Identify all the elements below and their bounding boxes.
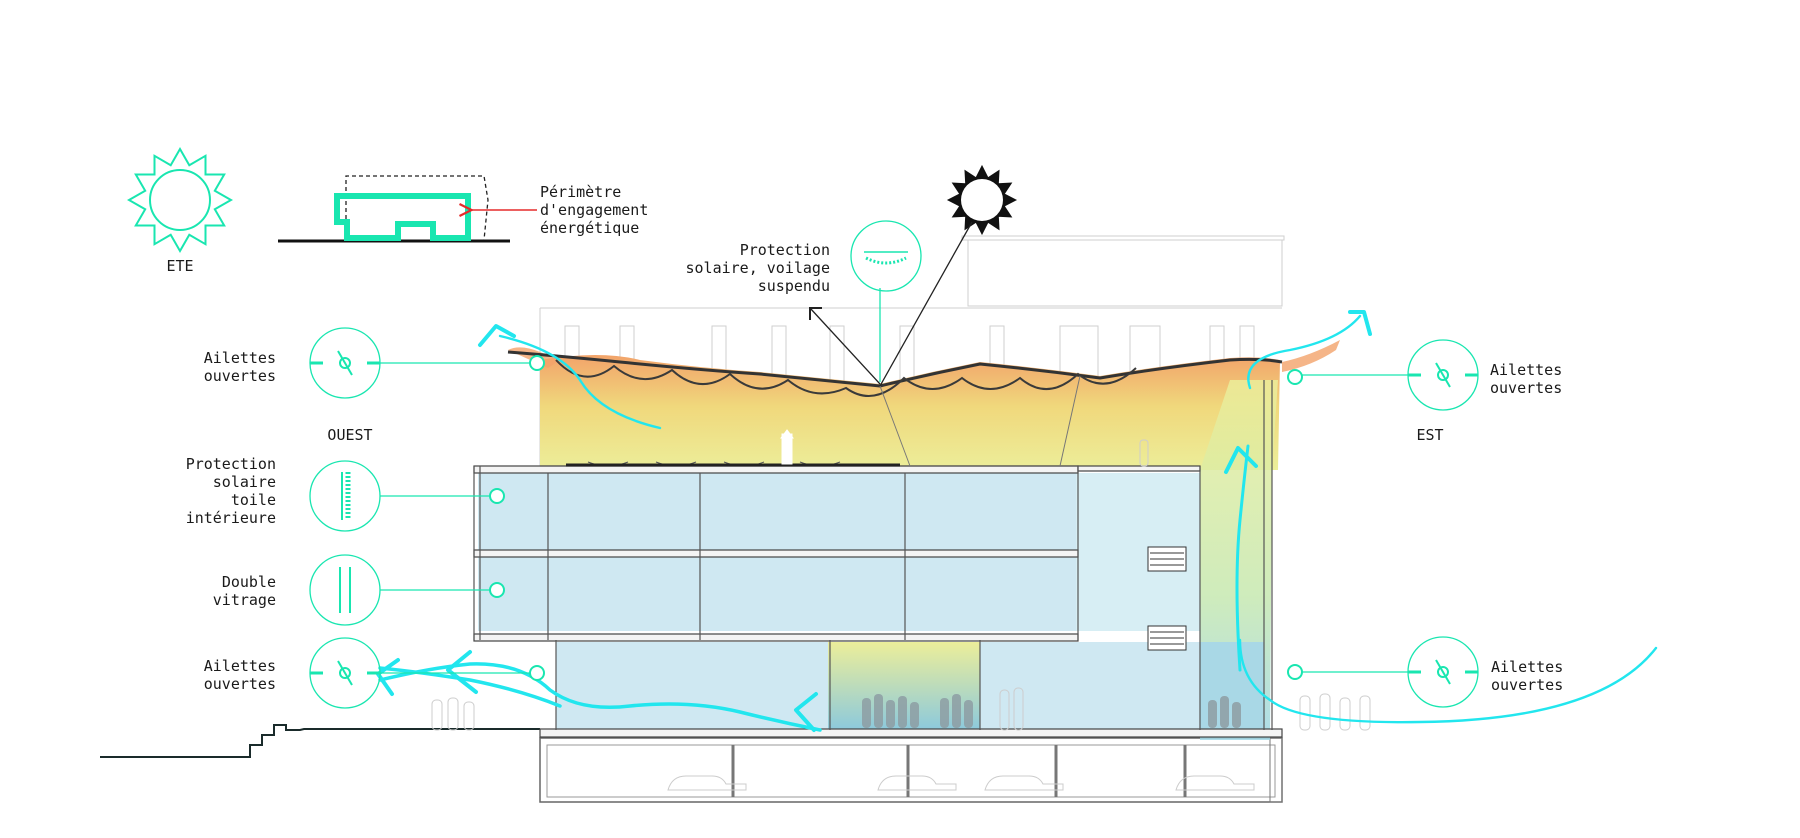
airflow-arrows <box>376 310 1658 732</box>
anchor-east-bottom <box>1287 664 1303 680</box>
louver-open-icon-east-bottom-blade <box>1435 659 1451 685</box>
label-east-top-louvers: Ailettes ouvertes <box>1490 361 1563 397</box>
atrium-truss-right <box>1059 375 1081 467</box>
basement-parking <box>539 737 1283 803</box>
people-silhouettes <box>431 439 1371 731</box>
fabric-screen-icon <box>309 460 381 532</box>
callouts <box>309 220 1479 709</box>
louver-open-icon-west-bottom-pivot <box>339 667 351 679</box>
veil-scallops <box>555 359 1137 397</box>
label-west-bottom-louvers: Ailettes ouvertes <box>203 657 276 693</box>
roof-structure <box>507 350 1283 388</box>
veil-pointer-head <box>809 307 822 320</box>
veil-pointer <box>809 307 881 385</box>
airflow-west-head-b <box>446 650 478 694</box>
glass-floors <box>478 473 1264 730</box>
sun-outline-icon <box>126 146 234 254</box>
orientation-east: EST <box>1416 426 1444 444</box>
anchor-fabric <box>489 488 505 504</box>
anchor-west-bottom <box>529 665 545 681</box>
anchor-double-glazing <box>489 582 505 598</box>
louver-open-icon-west-top-pivot <box>339 357 351 369</box>
veil-icon <box>850 220 922 292</box>
label-veil: Protection solaire, voilage suspendu <box>685 241 831 295</box>
atrium-truss-left <box>879 385 911 467</box>
label-inner-fabric: Protection solaire toile intérieure <box>185 455 276 527</box>
louver-open-icon-west-top-blade <box>337 350 353 376</box>
airflow-east-rise-head <box>1224 446 1258 474</box>
louver-open-icon-east-top-blade <box>1435 362 1451 388</box>
anchor-west-top <box>529 355 545 371</box>
sun-ray <box>879 221 973 387</box>
label-east-bottom-louvers: Ailettes ouvertes <box>1491 658 1564 694</box>
airflow-east-ground <box>1238 638 1658 724</box>
louver-open-icon-west-bottom-blade <box>337 660 353 686</box>
airflow-east-roof <box>1247 314 1362 390</box>
anchor-east-top <box>1287 369 1303 385</box>
airflow-mid-head <box>794 692 818 732</box>
rooftop-cafe <box>566 429 900 467</box>
warm-air-volume <box>540 355 1280 470</box>
airflow-east-roof-head <box>1348 310 1372 336</box>
airflow-ground-west <box>378 662 822 732</box>
people-crowd <box>862 694 1241 728</box>
perimeter-diagram <box>278 175 537 243</box>
label-west-top-louvers: Ailettes ouvertes <box>203 349 276 385</box>
louver-open-icon-east-top-pivot <box>1437 369 1449 381</box>
double-glazing-icon <box>309 554 381 626</box>
airflow-ground-west-b <box>378 666 562 708</box>
perimeter-label: Périmètre d'engagement énergétique <box>540 183 649 237</box>
orientation-west: OUEST <box>327 426 373 444</box>
east-roof-flap <box>1282 340 1340 372</box>
stair-grilles <box>1147 546 1187 651</box>
sun-solid-icon <box>946 164 1018 236</box>
louver-open-icon-east-bottom-pivot <box>1437 666 1449 678</box>
veil-icon-scallop <box>865 256 907 265</box>
airflow-west-roof-head <box>478 324 516 347</box>
airflow-west-roof <box>498 334 662 430</box>
ground-line <box>100 724 540 758</box>
label-double-glazing: Double vitrage <box>212 573 276 609</box>
airflow-east-rise <box>1235 444 1250 672</box>
season-label: ETE <box>166 257 194 275</box>
